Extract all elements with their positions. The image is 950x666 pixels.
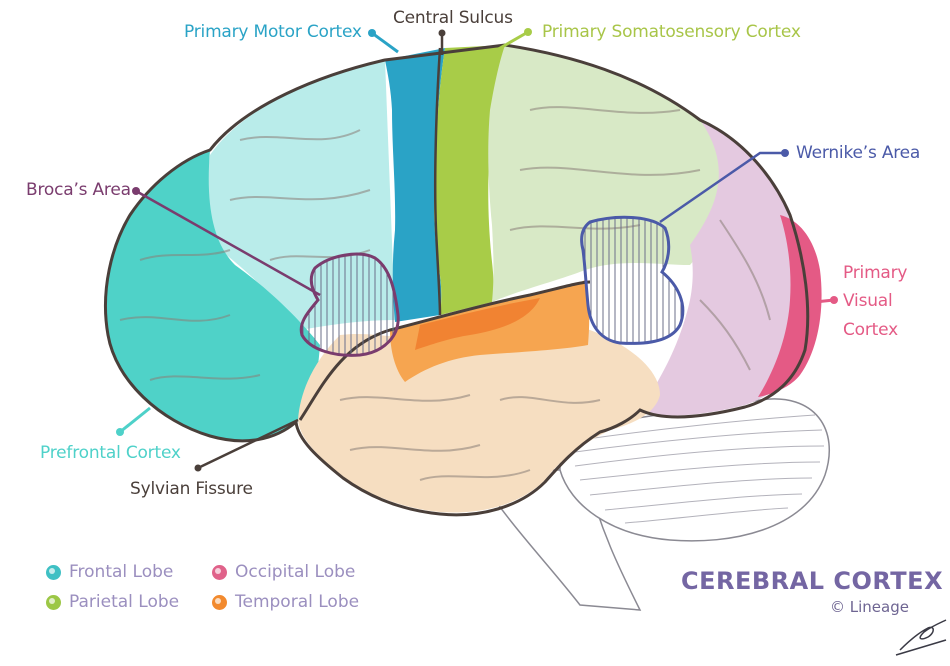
primary-visual-cortex-label-line3: Cortex	[843, 322, 898, 339]
primary-somatosensory-cortex-label: Primary Somatosensory Cortex	[542, 24, 801, 41]
credit-text: © Lineage	[830, 598, 909, 616]
legend-swatch-frontal	[46, 565, 61, 580]
diagram-title: CEREBRAL CORTEX	[681, 567, 943, 595]
legend-label-occipital: Occipital Lobe	[235, 562, 355, 582]
legend-label-parietal: Parietal Lobe	[69, 592, 179, 612]
legend-item-frontal: Frontal Lobe	[46, 562, 173, 582]
wernikes-area-region	[582, 217, 683, 343]
legend-swatch-temporal	[212, 595, 227, 610]
sylvian-fissure-label: Sylvian Fissure	[130, 481, 253, 498]
central-sulcus-label: Central Sulcus	[393, 10, 513, 27]
artist-signature	[896, 620, 946, 655]
primary-motor-cortex-label: Primary Motor Cortex	[184, 24, 362, 41]
legend-label-temporal: Temporal Lobe	[235, 592, 359, 612]
legend-item-occipital: Occipital Lobe	[212, 562, 355, 582]
legend-item-parietal: Parietal Lobe	[46, 592, 179, 612]
prefrontal-cortex-label: Prefrontal Cortex	[40, 445, 181, 462]
primary-visual-cortex-label-line2: Visual	[843, 293, 893, 310]
legend-item-temporal: Temporal Lobe	[212, 592, 359, 612]
legend-swatch-parietal	[46, 595, 61, 610]
legend-swatch-occipital	[212, 565, 227, 580]
brocas-area-region	[301, 254, 398, 355]
legend-label-frontal: Frontal Lobe	[69, 562, 173, 582]
wernikes-area-label: Wernike’s Area	[796, 145, 920, 162]
brocas-area-label: Broca’s Area	[26, 182, 131, 199]
primary-visual-cortex-label-line1: Primary	[843, 265, 907, 282]
